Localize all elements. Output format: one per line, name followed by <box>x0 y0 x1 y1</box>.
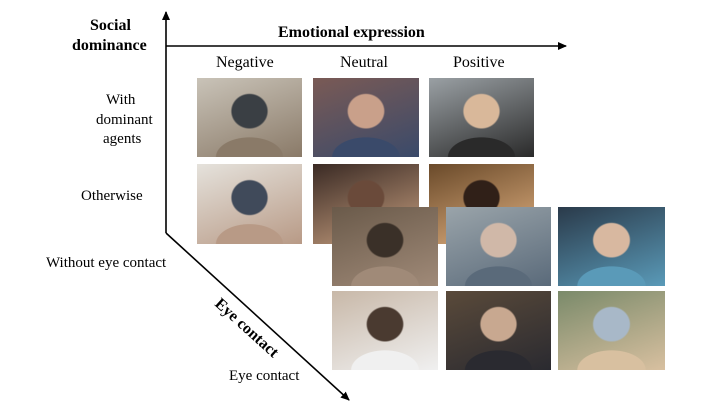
y-axis-title-line1: Social <box>90 17 131 34</box>
tile-negative-otherwise <box>197 164 302 244</box>
depth-label-eye-contact: Eye contact <box>229 368 300 384</box>
depth-label-without-eye-contact: Without eye contact <box>46 255 167 271</box>
tile-positive-eye-2 <box>558 291 665 370</box>
tile-neutral-eye-1 <box>446 207 551 286</box>
x-axis-title: Emotional expression <box>278 24 425 41</box>
tile-negative-dominant <box>197 78 302 157</box>
z-axis-line <box>165 232 350 401</box>
row-label-with-line3: agents <box>103 131 142 147</box>
tile-neutral-eye-2 <box>446 291 551 370</box>
row-label-with-line2: dominant <box>96 112 153 128</box>
row-label-with-line1: With <box>106 92 136 108</box>
column-header-negative: Negative <box>216 54 274 71</box>
tile-positive-eye-1 <box>558 207 665 286</box>
y-axis-title-line2: dominance <box>72 37 147 54</box>
tile-negative-eye-1 <box>332 207 438 286</box>
tile-neutral-dominant <box>313 78 419 157</box>
row-label-otherwise: Otherwise <box>81 188 143 204</box>
tile-positive-dominant <box>429 78 534 157</box>
column-header-positive: Positive <box>453 54 505 71</box>
tile-negative-eye-2 <box>332 291 438 370</box>
column-header-neutral: Neutral <box>340 54 388 71</box>
